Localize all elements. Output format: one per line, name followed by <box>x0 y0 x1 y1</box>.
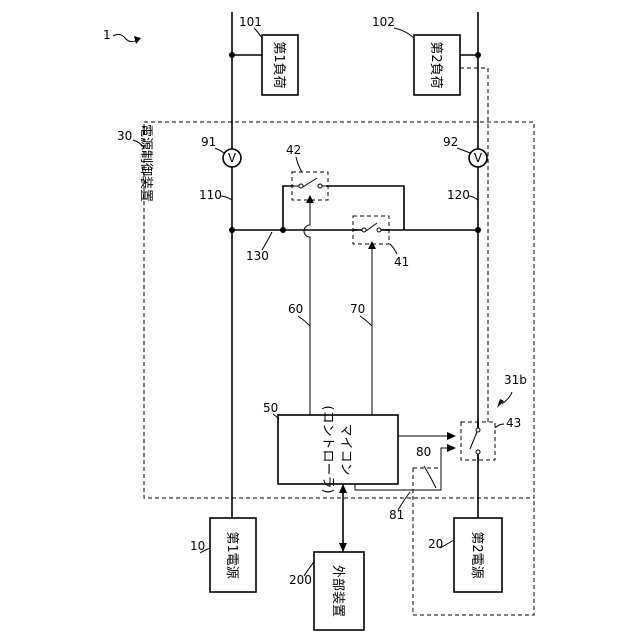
arrow-head <box>447 444 456 452</box>
microcontroller-box <box>278 415 398 484</box>
arrow-head <box>306 195 314 203</box>
switch-43-gap <box>473 427 483 455</box>
voltmeter-92-symbol: V <box>474 151 483 165</box>
ref-130: 130 <box>246 249 269 263</box>
microcontroller-label: マイコン <box>338 423 353 475</box>
ref-101: 101 <box>239 15 262 29</box>
switch-42-contact <box>299 184 303 188</box>
junction-dot <box>475 227 481 233</box>
ref-81: 81 <box>389 508 404 522</box>
load1-label: 第1負荷 <box>271 41 286 88</box>
supply2-label: 第2電源 <box>469 531 484 578</box>
external-device-label: 外部装置 <box>330 565 345 617</box>
arrow-head <box>339 484 347 493</box>
ref-60: 60 <box>288 302 303 316</box>
controller-title: 電源制御装置 <box>138 124 153 202</box>
ref-120: 120 <box>447 188 470 202</box>
ref-92: 92 <box>443 135 458 149</box>
switch-42-contact <box>318 184 322 188</box>
voltmeter-91-symbol: V <box>228 151 237 165</box>
ref-41: 41 <box>394 255 409 269</box>
ref-200: 200 <box>289 573 312 587</box>
ref-31b: 31b <box>504 373 527 387</box>
ref-43: 43 <box>506 416 521 430</box>
arrow-head <box>339 543 347 552</box>
leader-ref-42 <box>296 157 302 172</box>
ref-70: 70 <box>350 302 365 316</box>
leader-ref-92 <box>457 148 470 153</box>
leader-ref-60 <box>298 316 310 326</box>
supply1-label: 第1電源 <box>224 531 239 578</box>
control-line-60 <box>304 200 310 415</box>
ref-110: 110 <box>199 188 222 202</box>
switch-42-wiring <box>283 186 404 230</box>
leader-ref-31b <box>502 392 512 404</box>
ref-30: 30 <box>117 129 132 143</box>
leader-ref-130 <box>262 232 272 250</box>
ref-91: 91 <box>201 135 216 149</box>
arrow-head <box>134 36 141 44</box>
switch-42-blade <box>303 178 317 187</box>
arrow-head <box>447 432 456 440</box>
junction-dot <box>475 52 481 58</box>
ref-50: 50 <box>263 401 278 415</box>
leader-ref-91 <box>215 148 224 153</box>
arrow-head <box>368 241 376 249</box>
leader-ref-41 <box>390 244 397 254</box>
leader-ref-80 <box>424 466 436 488</box>
leader-ref-101 <box>254 28 262 38</box>
ref-80: 80 <box>416 445 431 459</box>
leader-ref-102 <box>394 28 414 38</box>
ref-20: 20 <box>428 537 443 551</box>
dashed-line-31b <box>452 68 488 422</box>
leader-ref-1 <box>113 34 137 41</box>
leader-ref-70 <box>360 316 372 326</box>
ref-1: 1 <box>103 28 111 42</box>
ref-102: 102 <box>372 15 395 29</box>
ref-42: 42 <box>286 143 301 157</box>
junction-dot <box>229 227 235 233</box>
leader-ref-43 <box>495 424 504 428</box>
junction-dot <box>229 52 235 58</box>
load2-label: 第2負荷 <box>428 41 443 88</box>
microcontroller-label: (コントローラ) <box>320 405 335 493</box>
